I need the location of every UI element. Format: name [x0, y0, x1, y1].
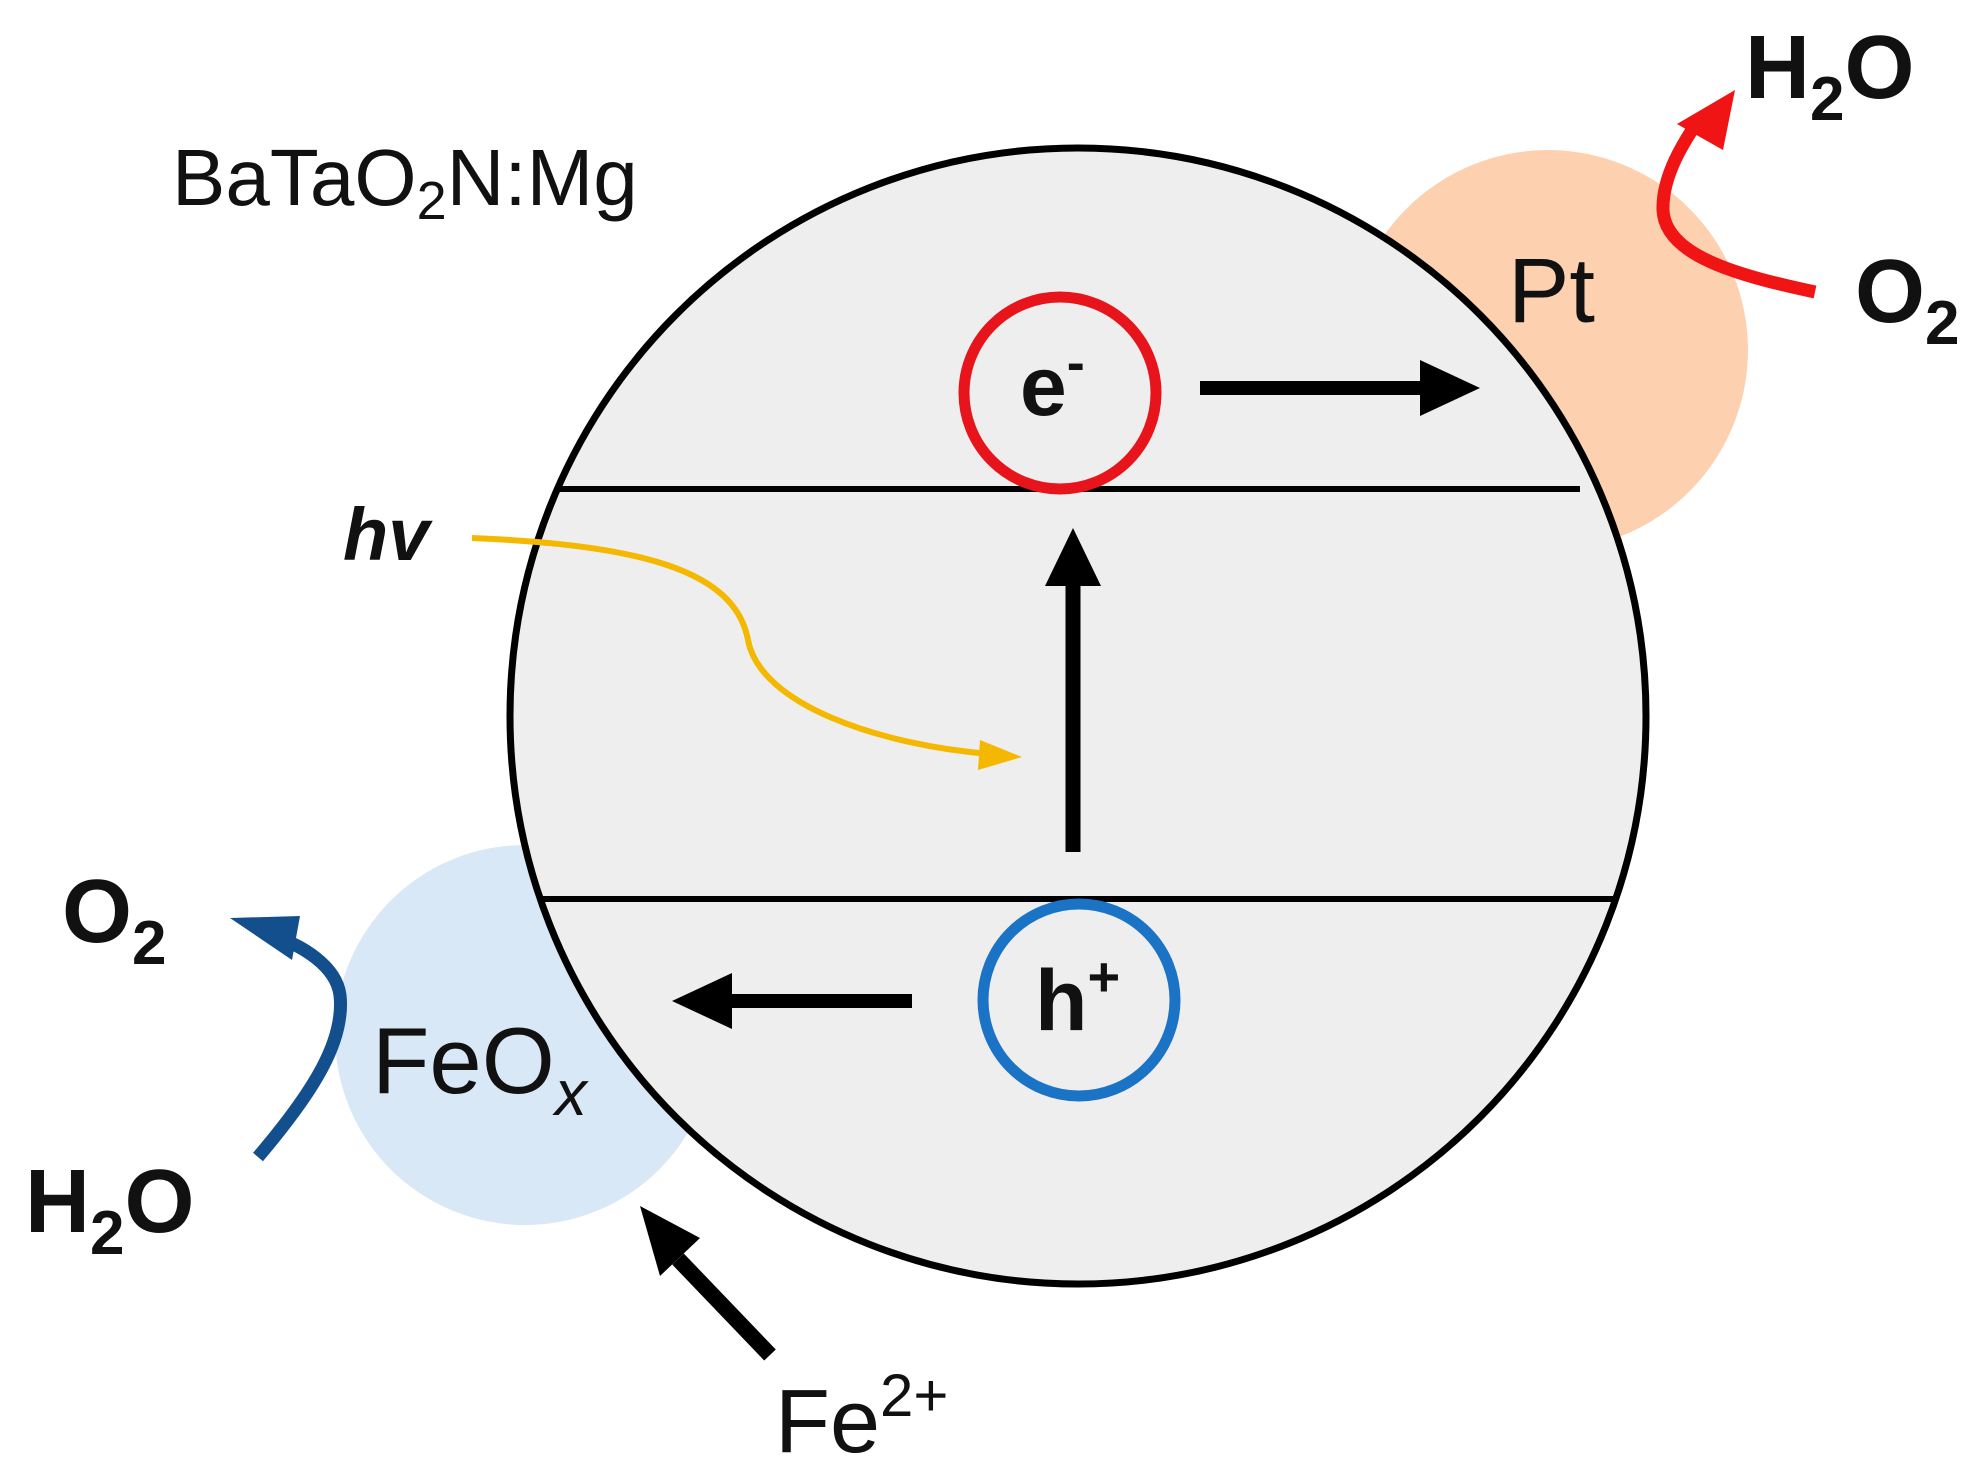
particle-outline: [506, 144, 1650, 1288]
pt-product-label: H2O: [1745, 18, 1915, 134]
fe-precursor-arrow: [672, 1253, 776, 1361]
electron-ring: [958, 291, 1162, 495]
feox-label: FeOx: [372, 1008, 589, 1129]
hole-label: h+: [1035, 945, 1120, 1049]
fe-precursor-label: Fe2+: [775, 1362, 948, 1469]
excitation-arrowhead: [1045, 528, 1101, 586]
electron-transfer-arrowhead: [1420, 360, 1480, 416]
hole-ring: [977, 898, 1181, 1102]
fe-precursor-arrowhead: [640, 1206, 700, 1276]
feox-reactant-label: H2O: [25, 1152, 195, 1268]
photon-label: hv: [343, 493, 433, 576]
material-label: BaTaO2N:Mg: [172, 133, 638, 231]
photon-arrowhead: [978, 740, 1022, 770]
electron-label: e-: [1020, 333, 1085, 433]
feox-reaction-arrow: [253, 931, 348, 1162]
pt-reaction-arrow: [1656, 114, 1817, 299]
feox-product-label: O2: [62, 862, 167, 978]
feox-reaction-arrowhead: [230, 916, 300, 960]
hole-transfer-arrowhead: [672, 973, 732, 1029]
pt-reaction-arrowhead: [1677, 90, 1735, 150]
pt-label: Pt: [1508, 240, 1595, 342]
photon-arrow: [471, 535, 991, 757]
pt-reactant-label: O2: [1855, 242, 1960, 358]
